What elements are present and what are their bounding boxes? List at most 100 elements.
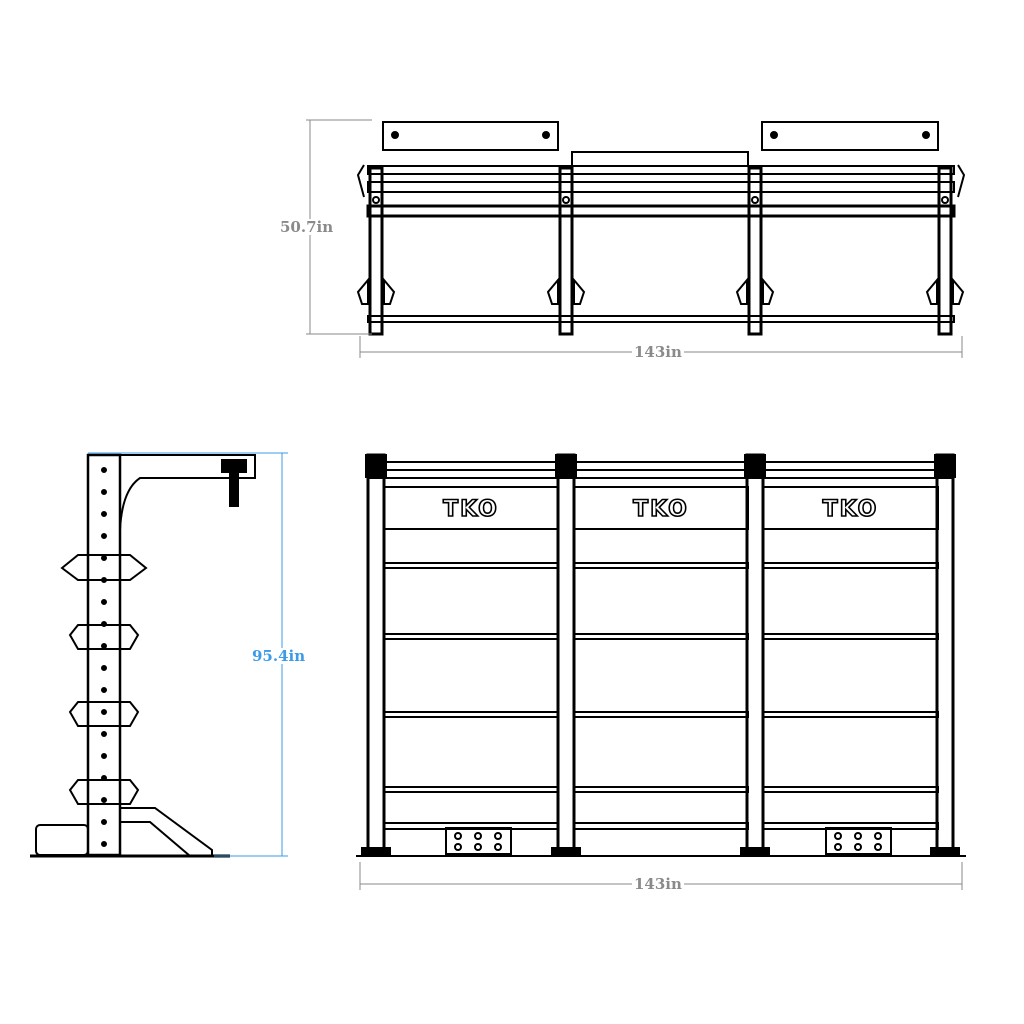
hole [874, 832, 882, 840]
plate-holder [60, 554, 148, 581]
shelf-bar [383, 786, 559, 793]
hole [474, 832, 482, 840]
upright [366, 453, 386, 855]
hole [101, 621, 107, 627]
foot [930, 847, 960, 856]
hole [101, 467, 107, 473]
end-bracket [356, 164, 966, 198]
tko-logo: TKO [823, 497, 879, 522]
shelf-bar [383, 711, 559, 718]
pulley [229, 471, 239, 507]
bolt [562, 196, 570, 204]
base-bar [573, 822, 749, 830]
upright [935, 453, 955, 855]
hole [101, 599, 107, 605]
upright [745, 453, 765, 855]
hole [101, 819, 107, 825]
bolt [751, 196, 759, 204]
hole [101, 687, 107, 693]
tko-logo: TKO [633, 497, 689, 522]
post [558, 166, 574, 336]
hole [854, 843, 862, 851]
bracket [546, 277, 586, 305]
top-rail [367, 165, 955, 175]
shelf-bar [573, 633, 749, 640]
base-plate [445, 827, 512, 855]
shelf-bar [762, 562, 939, 569]
hole [494, 843, 502, 851]
upper-panel [382, 121, 559, 151]
base-leg [120, 807, 213, 857]
shelf-bar [573, 711, 749, 718]
tko-logo: TKO [443, 497, 499, 522]
hole [101, 533, 107, 539]
shelf-bar [383, 633, 559, 640]
shelf-bar [573, 562, 749, 569]
front-view-width-label: 143in [632, 875, 684, 893]
hole [834, 832, 842, 840]
side-view-height-label: 95.4in [250, 647, 308, 665]
hole [101, 797, 107, 803]
hole [454, 832, 462, 840]
rail [366, 204, 956, 218]
hole [101, 643, 107, 649]
foot-block [35, 824, 89, 856]
side-view [30, 453, 256, 858]
hole [874, 843, 882, 851]
hole [494, 832, 502, 840]
hole [474, 843, 482, 851]
bolt [922, 131, 930, 139]
bracket [356, 277, 396, 305]
hole [101, 577, 107, 583]
hole [101, 731, 107, 737]
bracket [735, 277, 775, 305]
hook [68, 779, 140, 805]
shelf-bar [762, 786, 939, 793]
hole [101, 709, 107, 715]
foot [551, 847, 581, 856]
hole [101, 555, 107, 561]
middle-panel [571, 151, 749, 167]
upper-panel [761, 121, 939, 151]
top-view-height-label: 50.7in [278, 218, 336, 236]
hole [101, 753, 107, 759]
hole [101, 775, 107, 781]
shelf-bar [573, 786, 749, 793]
bolt [941, 196, 949, 204]
bottom-rail [367, 315, 955, 323]
bolt [391, 131, 399, 139]
shelf-bar [762, 711, 939, 718]
hook [68, 701, 140, 727]
shelf-bar [762, 633, 939, 640]
post-cap [555, 454, 577, 478]
pulley-mount [221, 459, 247, 473]
upright [556, 453, 576, 855]
hole [101, 489, 107, 495]
hook [68, 624, 140, 650]
top-view [356, 121, 966, 336]
foot [740, 847, 770, 856]
foot [361, 847, 391, 856]
hole [101, 511, 107, 517]
bolt [770, 131, 778, 139]
post [937, 166, 953, 336]
bolt [372, 196, 380, 204]
hole [834, 843, 842, 851]
post-cap [744, 454, 766, 478]
post-cap [365, 454, 387, 478]
rail [367, 181, 955, 193]
bolt [542, 131, 550, 139]
post [368, 166, 384, 336]
shelf-bar [383, 562, 559, 569]
hole [854, 832, 862, 840]
top-rail [367, 461, 955, 471]
bracket [925, 277, 965, 305]
hole [101, 665, 107, 671]
post-cap [934, 454, 956, 478]
top-view-width-label: 143in [632, 343, 684, 361]
base-plate [825, 827, 892, 855]
hole [101, 841, 107, 847]
post [747, 166, 763, 336]
hole [454, 843, 462, 851]
